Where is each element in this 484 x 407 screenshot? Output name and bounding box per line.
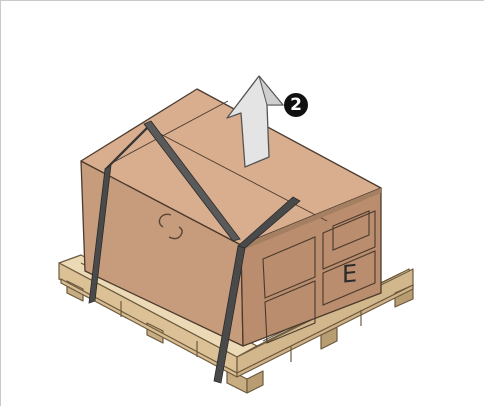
packing-straps — [88, 120, 301, 384]
step-number-badge: 2 — [284, 93, 308, 117]
panel-letter-label: E — [342, 259, 358, 289]
lift-arrow-icon — [226, 75, 285, 168]
side-panels — [262, 210, 376, 344]
